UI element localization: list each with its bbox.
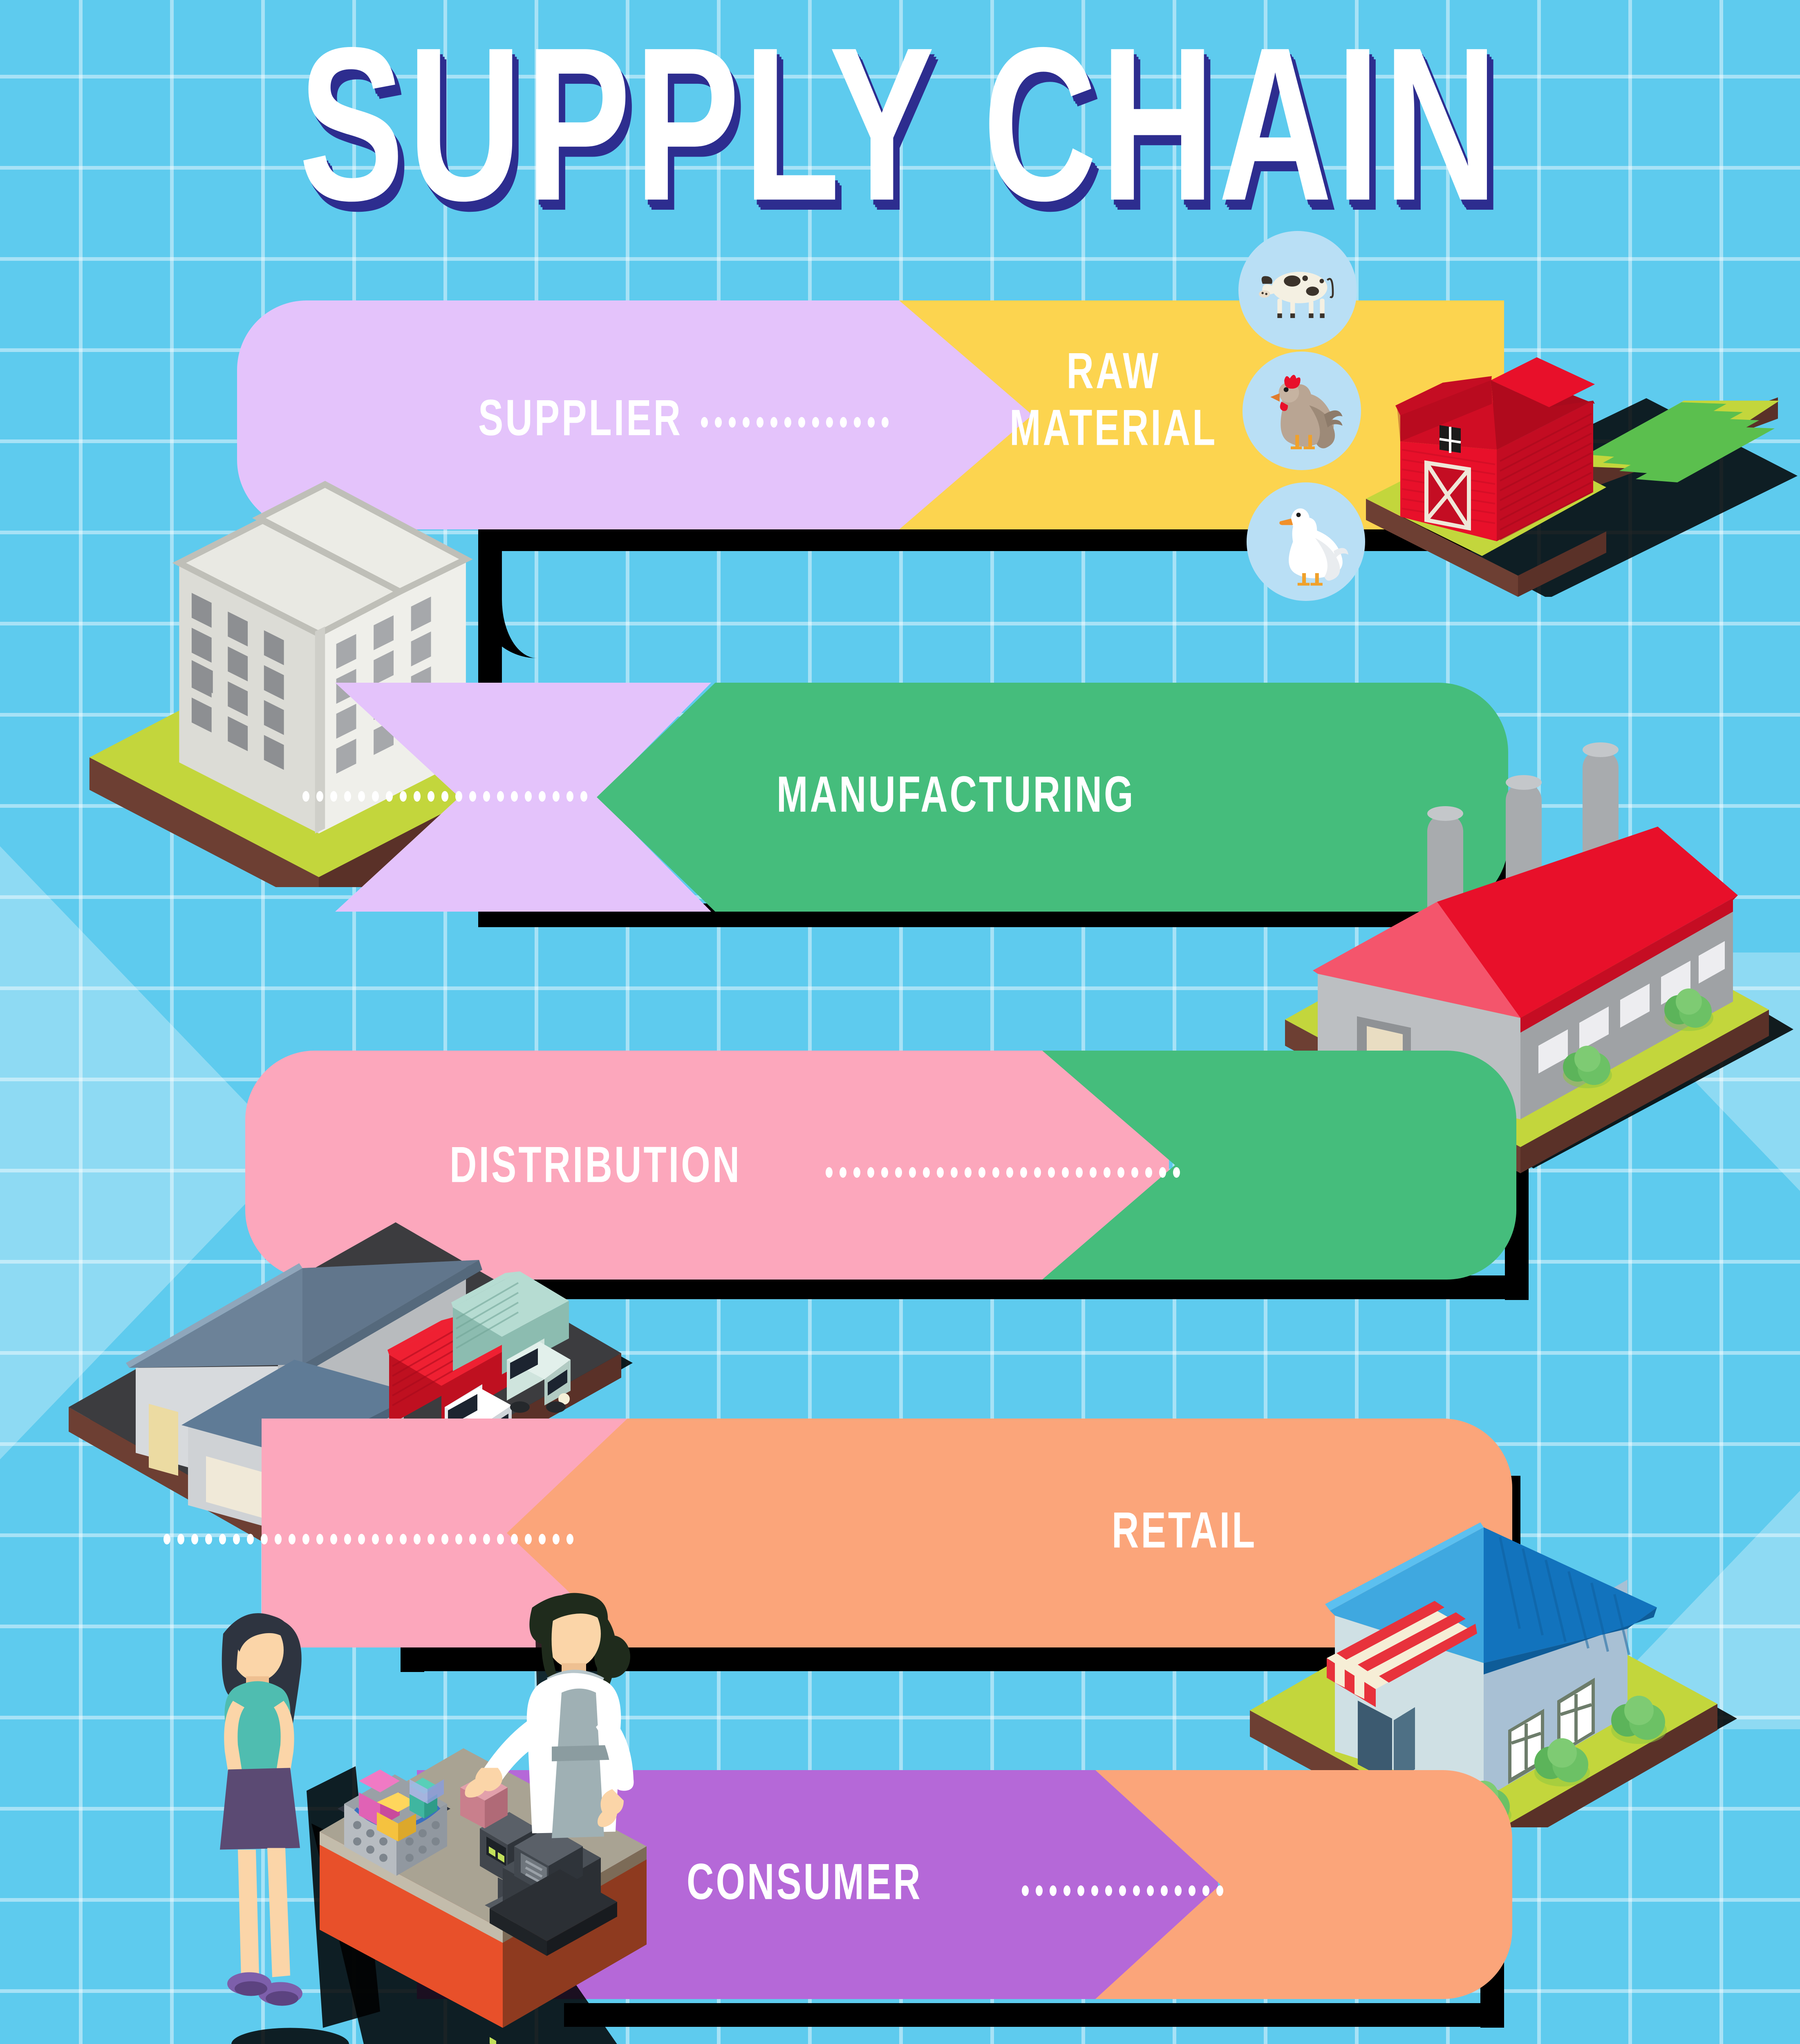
retail-store-icon bbox=[1238, 1447, 1745, 1864]
chicken-icon bbox=[1243, 352, 1361, 470]
dots-consumer bbox=[1022, 1885, 1223, 1896]
dots-manufacturing bbox=[302, 791, 587, 802]
label-retail: RETAIL bbox=[1112, 1502, 1257, 1559]
path-outline-seg-11 bbox=[564, 2003, 1504, 2027]
label-supplier: SUPPLIER bbox=[478, 390, 683, 446]
label-consumer: CONSUMER bbox=[687, 1853, 922, 1910]
row-manufacturing: MANUFACTURING bbox=[302, 683, 1508, 912]
label-manufacturing: MANUFACTURING bbox=[777, 766, 1135, 823]
cash-register bbox=[490, 1827, 617, 1956]
page-title: SUPPLY CHAIN bbox=[299, 2, 1501, 247]
duck-icon bbox=[1247, 482, 1365, 601]
product-box bbox=[460, 1787, 485, 1829]
dots-retail bbox=[163, 1534, 573, 1544]
dots-supplier bbox=[701, 417, 889, 428]
label-raw-material: RAW MATERIAL bbox=[1010, 343, 1218, 456]
shopping-basket bbox=[338, 1769, 450, 1876]
dots-distribution bbox=[826, 1167, 1180, 1178]
checkout-counter-icon bbox=[159, 1586, 703, 2044]
cashier-figure bbox=[465, 1593, 634, 1838]
office-building-icon bbox=[69, 388, 568, 910]
row-distribution: DISTRIBUTION bbox=[245, 1051, 1516, 1280]
band-manufacturing bbox=[597, 683, 1508, 912]
cow-icon bbox=[1238, 231, 1357, 350]
farm-barn-icon bbox=[1361, 303, 1800, 598]
band-supplier bbox=[237, 300, 1030, 529]
path-outline-seg-2 bbox=[478, 503, 502, 687]
label-distribution: DISTRIBUTION bbox=[450, 1136, 742, 1193]
customer-figure bbox=[220, 1613, 302, 2006]
